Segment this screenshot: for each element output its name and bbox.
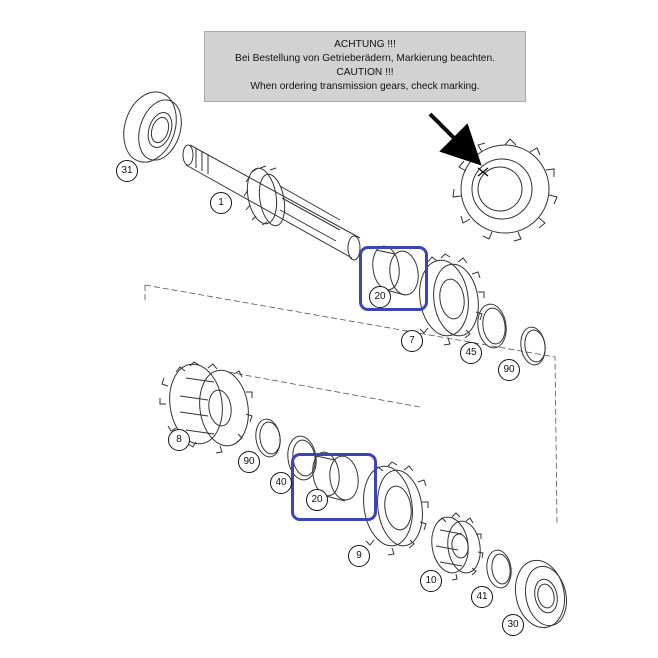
marked-gear — [452, 138, 558, 242]
marking-arrow — [428, 112, 482, 166]
gear-8 — [159, 361, 253, 454]
gear-9 — [363, 461, 429, 556]
callout-31: 31 — [116, 160, 138, 182]
notice-line-1: ACHTUNG !!! — [334, 39, 396, 50]
notice-line-3: CAUTION !!! — [336, 67, 394, 78]
gear-10 — [431, 512, 484, 581]
caution-notice: ACHTUNG !!! Bei Bestellung von Getrieber… — [204, 31, 526, 102]
washer-45 — [477, 303, 507, 349]
callout-30: 30 — [502, 614, 524, 636]
assembly-frame — [144, 284, 558, 524]
callout-41: 41 — [471, 586, 493, 608]
callout-40: 40 — [270, 472, 292, 494]
callout-8: 8 — [168, 429, 190, 451]
callout-45: 45 — [460, 342, 482, 364]
notice-line-2: Bei Bestellung von Getrieberädern, Marki… — [235, 53, 495, 64]
callout-20-lower: 20 — [306, 489, 328, 511]
highlight-box-upper — [359, 246, 428, 311]
bearing-30 — [514, 559, 568, 629]
circlip-90-lower — [255, 418, 281, 458]
circlip-90-upper — [520, 326, 546, 366]
callout-90-upper: 90 — [498, 359, 520, 381]
highlight-box-lower — [291, 453, 377, 521]
callout-90-lower: 90 — [238, 451, 260, 473]
main-shaft-1 — [182, 144, 361, 261]
bushing-20-lower — [312, 451, 359, 502]
callout-1: 1 — [210, 192, 232, 214]
callout-20-upper: 20 — [369, 286, 391, 308]
callout-7: 7 — [401, 330, 423, 352]
bearing-31 — [123, 91, 182, 163]
notice-line-4: When ordering transmission gears, check … — [250, 81, 480, 92]
callout-9: 9 — [348, 545, 370, 567]
callout-10: 10 — [420, 570, 442, 592]
gear-7 — [419, 253, 485, 346]
washer-41 — [486, 549, 512, 589]
